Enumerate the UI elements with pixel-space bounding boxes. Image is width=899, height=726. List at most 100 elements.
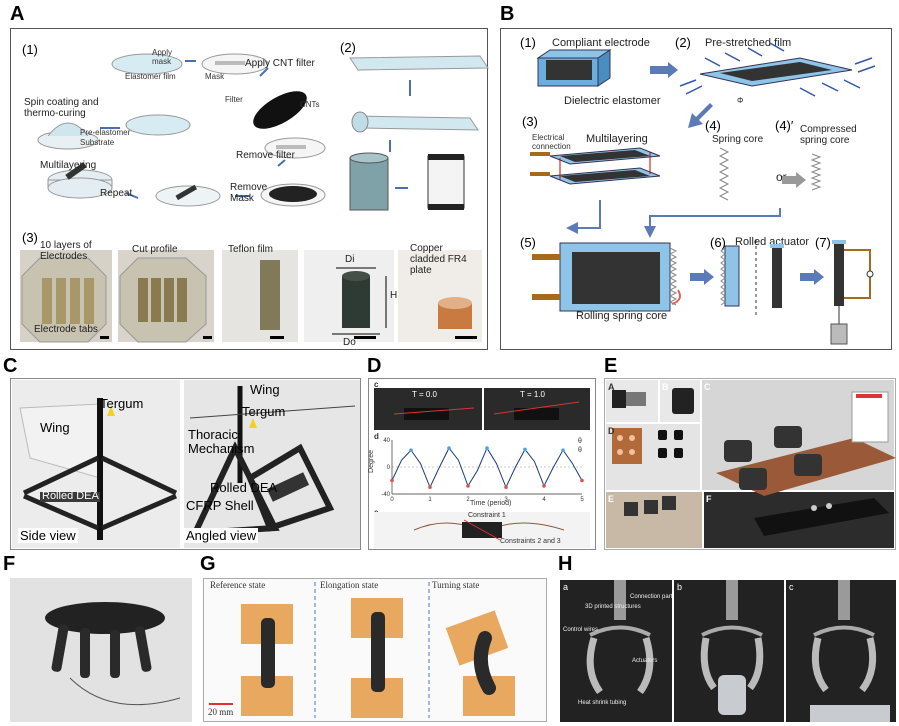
d-t1-label: T = 1.0: [520, 390, 545, 399]
panel-a-frame: [10, 28, 488, 350]
e-sub-b: B: [662, 382, 669, 392]
a-repeat: Repeat: [100, 188, 133, 199]
g-photo-details: [209, 582, 515, 718]
a-scale-bar-1: [100, 336, 109, 339]
a-photo-details: [21, 257, 472, 343]
b-step-5: (5): [520, 235, 536, 250]
b-rolled-actuator: Rolled actuator: [735, 236, 809, 248]
b-dielectric-elastomer: Dielectric elastomer: [564, 95, 661, 107]
a-step-1: (1): [22, 42, 38, 57]
b-multilayering: Multilayering: [586, 133, 648, 145]
a-cut-profile: Cut profile: [132, 244, 178, 255]
panel-a-schematic: [37, 53, 489, 211]
g-turning: Turning state: [432, 580, 480, 590]
d-sub-d: d: [374, 432, 379, 441]
chart-point-0-16: [542, 484, 546, 488]
chart-point-0-20: [580, 478, 584, 483]
e-photo-details: [612, 388, 896, 536]
d-photo-details: [393, 401, 580, 420]
chart-y-tick-1: 0: [387, 465, 391, 471]
h-printed-structures: 3D printed structures: [585, 604, 641, 610]
panel-letter-a: A: [10, 3, 25, 25]
c-tergum-right: Tergum: [242, 404, 286, 419]
c-side-view: Side view: [18, 528, 78, 543]
panel-b-frame: [500, 28, 892, 350]
d-constraints-2-3: Constraints 2 and 3: [500, 538, 561, 545]
b-compressed-spring-core: Compressed spring core: [800, 124, 857, 146]
chart-series-line-0: [391, 447, 583, 489]
chart-y-tick-0: 40: [383, 438, 390, 444]
a-scale-bar-4: [354, 336, 376, 339]
panel-c-frame: [10, 378, 361, 550]
chart-point-0-10: [485, 446, 489, 450]
panel-letter-h: H: [558, 553, 573, 575]
chart-y-tick-2: -40: [381, 492, 390, 498]
h-photo-details: [586, 580, 890, 722]
panel-d-frame: [368, 378, 596, 550]
b-compliant-electrode: Compliant electrode: [552, 37, 650, 49]
h-sub-c: c: [789, 582, 794, 592]
panel-e-frame: [604, 378, 896, 550]
b-step-2: (2): [675, 35, 691, 50]
a-step-3: (3): [22, 230, 38, 245]
a-ten-layers: 10 layers of Electrodes: [40, 240, 92, 262]
panel-letter-c: C: [3, 355, 18, 377]
c-angled-view: Angled view: [184, 528, 259, 543]
a-di: Di: [345, 254, 355, 265]
a-apply-cnt-filter: Apply CNT filter: [245, 58, 315, 69]
d-constraint-1: Constraint 1: [468, 512, 506, 519]
b-electrical-connection: Electrical connection: [532, 133, 571, 151]
a-remove-filter: Remove filter: [236, 150, 295, 161]
e-sub-a: A: [608, 382, 615, 392]
a-filter: Filter: [225, 95, 243, 104]
h-sub-b: b: [677, 582, 683, 592]
panel-letter-f: F: [3, 553, 16, 575]
c-rolled-dea-left: Rolled DEA: [42, 490, 99, 502]
chart-x-tick-2: 2: [466, 497, 470, 503]
a-do: Do: [343, 337, 356, 348]
a-cnts: CNTs: [300, 100, 320, 109]
chart-point-0-8: [466, 484, 470, 488]
chart-x-tick-4: 4: [542, 497, 546, 503]
a-electrode-tabs: Electrode tabs: [34, 324, 98, 335]
c-tergum-left: Tergum: [100, 396, 144, 411]
chart-x-tick-3: 3: [504, 497, 508, 503]
b-step-4-prime: (4)′: [775, 118, 794, 133]
h-control-wires: Control wires: [563, 627, 599, 633]
a-h: H: [390, 290, 398, 301]
chart-point-0-2: [409, 448, 413, 452]
b-step-6: (6): [710, 235, 726, 250]
chart-x-tick-5: 5: [580, 497, 584, 503]
e-sub-d: D: [608, 426, 615, 436]
d-sub-c: c: [374, 380, 379, 389]
a-scale-bar-3: [270, 336, 284, 339]
a-pre-elastomer: Pre-elastomer: [80, 128, 131, 137]
panel-letter-g: G: [200, 553, 216, 575]
b-phi: Φ: [737, 96, 744, 105]
a-teflon-film: Teflon film: [228, 244, 274, 255]
a-mask: Mask: [205, 72, 225, 81]
chart-point-0-18: [561, 448, 565, 452]
chart-point-0-0: [390, 478, 394, 483]
a-multilayering: Multilayering: [40, 160, 97, 171]
a-substrate: Substrate: [80, 138, 115, 147]
h-sub-a: a: [563, 582, 569, 592]
d-legend-1: θ: [578, 438, 582, 445]
b-or: or: [776, 170, 787, 184]
b-pre-stretched-film: Pre-stretched film: [705, 37, 792, 49]
chart-point-0-12: [504, 485, 508, 490]
b-step-3: (3): [522, 114, 538, 129]
panel-b-schematic: [530, 42, 876, 345]
e-sub-e: E: [608, 494, 615, 504]
a-copper-cladded: Copper cladded FR4 plate: [410, 243, 467, 276]
panel-letter-d: D: [367, 355, 382, 377]
h-connection-part: Connection part: [630, 594, 673, 600]
d-xlabel: Time (period): [470, 500, 512, 507]
c-wing-right: Wing: [250, 382, 280, 397]
e-sub-f: F: [706, 494, 712, 504]
c-rolled-dea-right: Rolled DEA: [210, 480, 278, 495]
panel-letter-b: B: [500, 3, 515, 25]
b-step-7: (7): [815, 235, 831, 250]
a-apply-mask: Apply mask: [152, 48, 173, 66]
